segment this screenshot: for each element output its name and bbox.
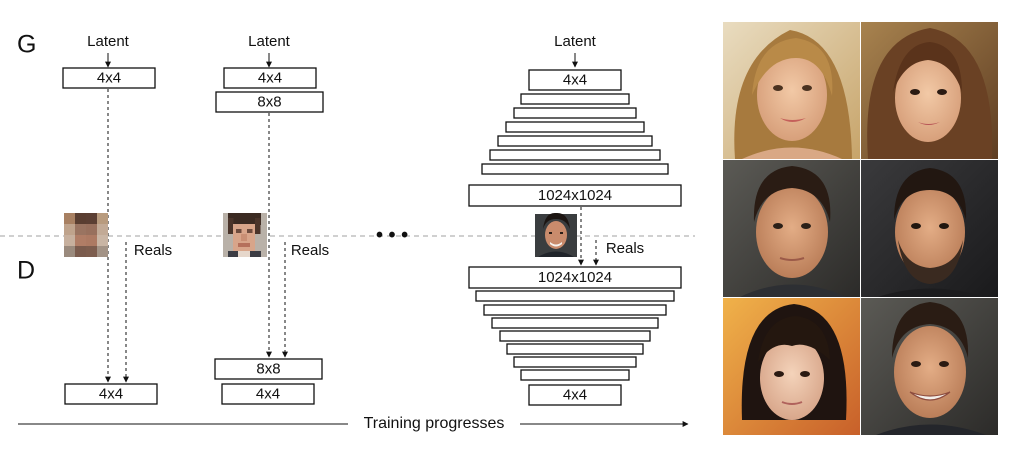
generator-block-4x4: [528, 69, 622, 91]
discriminator-label: D: [17, 257, 35, 285]
discriminator-layer: [475, 290, 675, 302]
real-image-4x4-thumbnail: [64, 213, 108, 257]
block-label: 4x4: [563, 386, 587, 403]
generator-layer: [489, 149, 661, 161]
discriminator-block-4x4: [221, 383, 315, 405]
discriminator-layer: [491, 317, 659, 329]
generator-block-4x4: [62, 67, 156, 89]
generator-layer: [513, 107, 637, 119]
block-label: 4x4: [97, 69, 121, 86]
stage-1024x1024: Latent 4x4 1024x1024 Reals 1024x1024: [468, 33, 682, 406]
block-label: 4x4: [99, 385, 123, 402]
discriminator-layer: [520, 369, 630, 381]
discriminator-block-4x4: [64, 383, 158, 405]
block-label: 4x4: [258, 69, 282, 86]
ellipsis: • • •: [376, 224, 408, 246]
generator-block-1024x1024: [468, 184, 682, 207]
discriminator-block-1024x1024: [468, 266, 682, 289]
generator-layer: [481, 163, 669, 175]
discriminator-block-8x8: [214, 358, 323, 380]
generator-layer: [520, 93, 630, 105]
latent-label: Latent: [87, 33, 130, 50]
generated-face-1: [723, 22, 860, 159]
real-image-8x8-thumbnail: [223, 213, 267, 257]
block-label: 4x4: [563, 71, 587, 88]
discriminator-layer: [513, 356, 637, 368]
training-progress-axis: Training progresses: [18, 415, 689, 432]
block-label: 1024x1024: [538, 269, 612, 286]
generator-label: G: [17, 31, 36, 59]
generator-layer: [497, 135, 653, 147]
discriminator-layer: [499, 330, 651, 342]
discriminator-block-4x4: [528, 384, 622, 406]
generated-face-2: [861, 22, 998, 159]
generated-face-5: [723, 298, 860, 435]
block-label: 4x4: [256, 385, 280, 402]
discriminator-layer: [483, 304, 667, 316]
generator-block-4x4: [223, 67, 317, 89]
reals-label: Reals: [134, 242, 172, 259]
latent-label: Latent: [248, 33, 291, 50]
generator-layer: [505, 121, 645, 133]
reals-label: Reals: [606, 240, 644, 257]
block-label: 8x8: [256, 360, 280, 377]
stage-4x4: Latent 4x4 Reals 4x4: [62, 33, 172, 405]
generated-faces-grid: [723, 22, 998, 435]
latent-label: Latent: [554, 33, 597, 50]
discriminator-layer: [506, 343, 644, 355]
block-label: 1024x1024: [538, 187, 612, 204]
real-image-1024x1024-thumbnail: [535, 212, 577, 257]
stage-8x8: Latent 4x4 8x8 Reals 8x8 4x4: [214, 33, 329, 405]
generated-face-4: [861, 160, 998, 297]
block-label: 8x8: [257, 93, 281, 110]
generator-block-8x8: [215, 91, 324, 113]
reals-label: Reals: [291, 242, 329, 259]
training-progresses-label: Training progresses: [364, 415, 505, 432]
generated-face-3: [723, 160, 860, 297]
generated-face-6: [861, 298, 998, 435]
